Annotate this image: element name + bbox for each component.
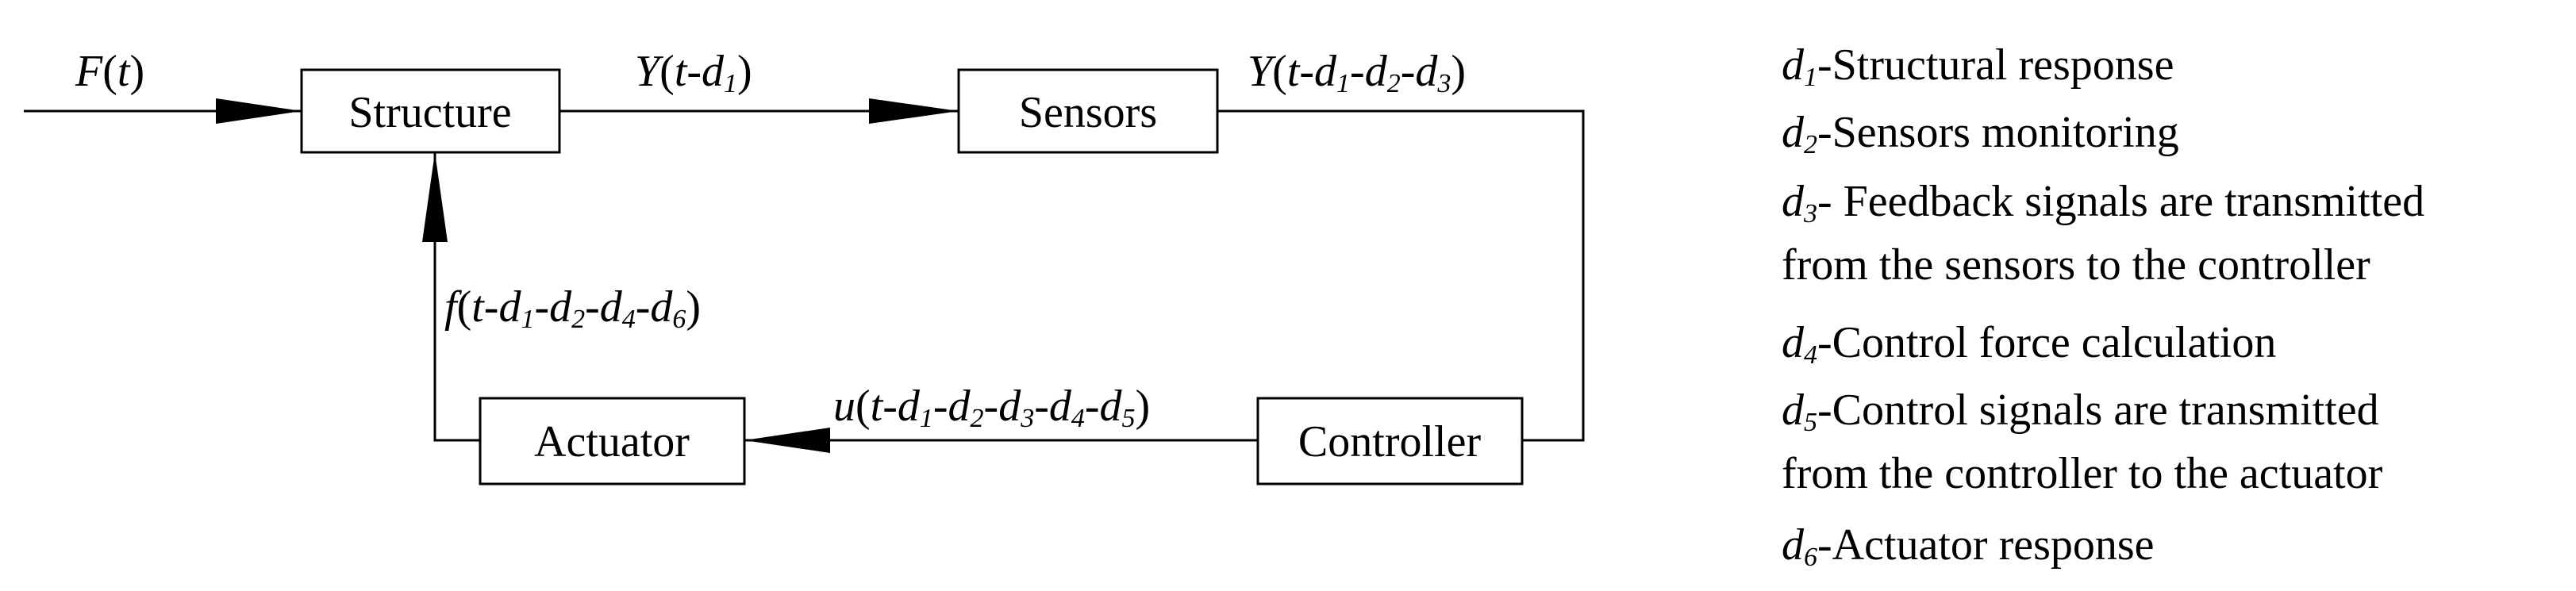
signal-controller-to-actuator-label: u(t-d1-d2-d3-d4-d5): [833, 382, 1150, 433]
sensors-to-controller-line: [1217, 109, 1585, 442]
signal-sensors-out-label: Y(t-d1-d2-d3): [1248, 47, 1466, 98]
signal-structure-to-sensors-label: Y(t-d1): [635, 47, 752, 98]
actuator-block: [479, 397, 746, 485]
legend-d2: d2-Sensors monitoring: [1782, 108, 2179, 159]
actuator-to-structure-line: [433, 152, 480, 442]
actuator-label: Actuator: [534, 417, 690, 466]
legend-d3: d3- Feedback signals are transmitted: [1782, 177, 2424, 228]
sensors-label: Sensors: [1019, 88, 1157, 137]
signal-actuator-to-structure-label: f(t-d1-d2-d4-d6): [444, 282, 701, 334]
sensors-block: [957, 68, 1219, 154]
legend-d6: d6-Actuator response: [1782, 520, 2155, 572]
structure-label: Structure: [348, 88, 511, 137]
legend-d5-continued: from the controller to the actuator: [1782, 449, 2383, 498]
input-arrowhead: [216, 98, 302, 124]
legend-d1: d1-Structural response: [1782, 40, 2174, 92]
signal-input-label: F(t): [75, 47, 144, 96]
controller-label: Controller: [1298, 417, 1482, 466]
legend-d3-continued: from the sensors to the controller: [1782, 240, 2370, 290]
delay-legend: d1-Structural response d2-Sensors monito…: [1782, 40, 2424, 572]
controller-to-actuator-arrowhead: [744, 428, 830, 453]
actuator-to-structure-arrowhead: [422, 152, 448, 242]
structure-to-sensors-arrowhead: [869, 98, 959, 124]
legend-d4: d4-Control force calculation: [1782, 318, 2276, 370]
legend-d5: d5-Control signals are transmitted: [1782, 386, 2379, 437]
